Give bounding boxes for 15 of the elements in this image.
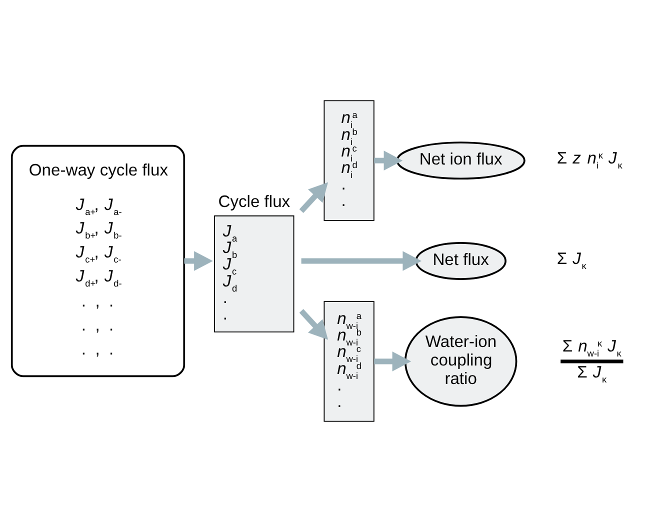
node-label: Σ J$_{κ}$: [556, 249, 586, 272]
arrow: [374, 352, 412, 372]
node-ellipse: Net ion flux: [396, 142, 526, 180]
node-label: Cycle flux: [218, 192, 290, 212]
node-label: Σ n$_{w-i}$$^{κ}$ J$_{κ}$: [562, 336, 622, 359]
arrow: [301, 251, 422, 271]
node-label: Σ J$_{κ}$: [577, 362, 607, 384]
arrow: [184, 251, 213, 271]
node-ellipse: Water-ion coupling ratio: [404, 316, 518, 407]
arrow: [374, 150, 403, 170]
node-box: One-way cycle flux J$_{a+}$, J$_{a-}$ J$_{b+}$, J$_{b-}$ J$_{c+}$, J$_{c-}$ J$_{d+}$, J$_{d-}$ . , . . , . . , .: [10, 144, 186, 378]
node-ellipse: Net flux: [415, 242, 506, 280]
arrow: [299, 182, 328, 213]
arrow: [299, 309, 328, 340]
node-label: Σ z n$_{i}$$^{κ}$ J$_{κ}$: [556, 148, 622, 171]
